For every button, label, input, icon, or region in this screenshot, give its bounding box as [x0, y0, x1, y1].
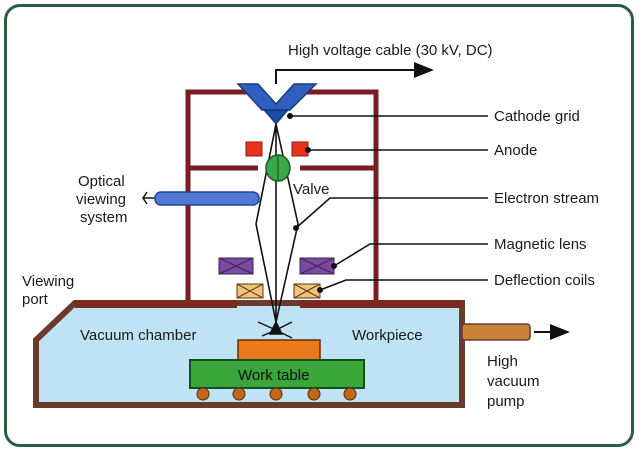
pump-label-line3: pump: [487, 393, 525, 410]
gun-column: [185, 89, 379, 300]
vacuum-chamber-label: Vacuum chamber: [80, 327, 196, 344]
optical-label-line3: system: [80, 209, 128, 226]
deflection-coil-right-cross: [293, 283, 321, 299]
hv-cable-label: High voltage cable (30 kV, DC): [288, 42, 493, 59]
chamber-lid-right: [300, 300, 462, 308]
impact-splash: [257, 320, 293, 339]
viewing-port-label-line1: Viewing: [22, 273, 74, 290]
deflection-coils-label: Deflection coils: [494, 272, 595, 289]
anode-label: Anode: [494, 142, 537, 159]
magnetic-lens-right-cross: [299, 257, 335, 275]
cathode-grid: [236, 83, 318, 111]
viewing-port-label-line2: port: [22, 291, 49, 308]
electron-stream-label: Electron stream: [494, 190, 599, 207]
cathode-tip: [262, 109, 290, 125]
work-table-label: Work table: [238, 367, 309, 384]
workpiece: [237, 339, 321, 361]
pump-label-line1: High: [487, 353, 518, 370]
optical-label-line1: Optical: [78, 173, 125, 190]
workpiece-label: Workpiece: [352, 327, 423, 344]
valve-label: Valve: [293, 181, 329, 198]
leader-lines: [286, 113, 488, 293]
deflection-coil-left-cross: [236, 283, 264, 299]
cathode-grid-label: Cathode grid: [494, 108, 580, 125]
optical-bracket: [142, 191, 148, 205]
viewing-port-lid: [75, 300, 237, 308]
anode-left: [245, 141, 263, 157]
work-table: [189, 359, 365, 389]
work-table-rollers: [196, 387, 357, 401]
hv-cable-line: [275, 62, 434, 84]
magnetic-lens-label: Magnetic lens: [494, 236, 587, 253]
optical-tube: [154, 191, 260, 206]
pump-label-line2: vacuum: [487, 373, 540, 390]
optical-label-line2: viewing: [76, 191, 126, 208]
pump-pipe: [461, 323, 531, 341]
magnetic-lens-left-cross: [218, 257, 254, 275]
